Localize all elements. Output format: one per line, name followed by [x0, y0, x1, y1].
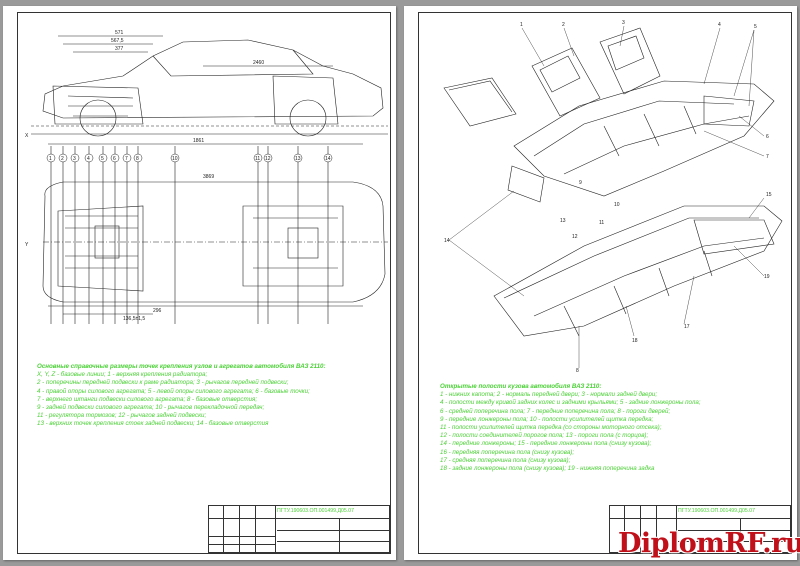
svg-text:3: 3	[622, 20, 625, 26]
caption-line: 13 - верхних точек крепления стоек задне…	[37, 420, 269, 428]
title-block: ПГТУ.190603.ОП.001499.Д05.07	[609, 505, 791, 553]
caption-line: 1 - нижних капота; 2 - нормаль передней …	[440, 391, 658, 399]
sheet-frame	[17, 12, 391, 554]
svg-text:17: 17	[684, 324, 690, 330]
svg-text:2460: 2460	[253, 60, 264, 66]
caption-line: 4 - полости между кривой задних колес и …	[440, 399, 701, 407]
svg-text:10: 10	[614, 202, 620, 208]
caption-line: 2 - поперечины передней подвески к раме …	[37, 379, 289, 387]
svg-text:136,5±1,5: 136,5±1,5	[123, 316, 145, 322]
svg-text:2: 2	[61, 156, 64, 162]
svg-text:X: X	[25, 133, 29, 139]
svg-text:1: 1	[49, 156, 52, 162]
svg-text:9: 9	[579, 180, 582, 186]
caption-line: X, Y, Z - базовые линии; 1 - верхняя кре…	[37, 371, 208, 379]
sheet-frame	[418, 12, 792, 554]
caption-title: Основные справочные размеры точек крепле…	[37, 363, 326, 370]
caption-line: 11 - полости усилителей щитка передка (с…	[440, 424, 662, 432]
caption-title: Открытые полости кузова автомобиля ВАЗ 2…	[440, 383, 602, 390]
svg-text:296: 296	[153, 308, 162, 314]
svg-text:3: 3	[73, 156, 76, 162]
dimension-caption: Основные справочные размеры точек крепле…	[37, 363, 326, 429]
svg-text:571: 571	[115, 30, 124, 36]
svg-text:13: 13	[560, 218, 566, 224]
svg-text:12: 12	[265, 156, 271, 162]
caption-line: 11 - регулятора тормозов; 12 - рычагов з…	[37, 412, 207, 420]
caption-line: 9 - задней подвески силового агрегата; 1…	[37, 404, 265, 412]
svg-text:4: 4	[718, 22, 721, 28]
caption-line: 18 - задние лонжероны пола (снизу кузова…	[440, 465, 655, 473]
svg-text:377: 377	[115, 46, 124, 52]
svg-text:11: 11	[599, 220, 604, 226]
document-code: ПГТУ.190603.ОП.001499.Д05.07	[277, 508, 354, 514]
svg-text:6: 6	[113, 156, 116, 162]
caption-line: 14 - передние лонжероны; 15 - передние л…	[440, 440, 652, 448]
svg-text:1: 1	[520, 22, 523, 28]
svg-text:14: 14	[444, 238, 450, 244]
svg-text:Y: Y	[25, 242, 29, 248]
svg-text:7: 7	[766, 154, 769, 160]
svg-text:11: 11	[255, 156, 260, 162]
svg-text:2: 2	[562, 22, 565, 28]
caption-line: 7 - верхнего штанги подвески силового аг…	[37, 395, 258, 403]
caption-line: 9 - передние лонжероны пола; 10 - полост…	[440, 415, 654, 423]
svg-text:12: 12	[572, 234, 578, 240]
svg-text:1861: 1861	[193, 138, 204, 144]
cavities-caption: Открытые полости кузова автомобиля ВАЗ 2…	[440, 383, 700, 473]
caption-line: 4 - правой опоры силового агрегата; 5 - …	[37, 387, 310, 395]
svg-text:6: 6	[766, 134, 769, 140]
svg-text:19: 19	[764, 274, 770, 280]
title-block: ПГТУ.190603.ОП.001499.Д05.07	[208, 505, 390, 553]
svg-text:8: 8	[136, 156, 139, 162]
svg-text:18: 18	[632, 338, 638, 344]
svg-text:5: 5	[754, 24, 757, 30]
svg-text:567,5: 567,5	[111, 38, 124, 44]
svg-text:5: 5	[101, 156, 104, 162]
svg-text:8: 8	[576, 368, 579, 374]
caption-line: 17 - средняя поперечина пола (снизу кузо…	[440, 456, 571, 464]
svg-text:4: 4	[87, 156, 90, 162]
caption-line: 16 - передняя поперечина пола (снизу куз…	[440, 448, 575, 456]
site-watermark: DiplomRF.ru	[618, 528, 800, 559]
caption-line: 6 - средней поперечина пола; 7 - передни…	[440, 407, 671, 415]
svg-text:13: 13	[295, 156, 301, 162]
svg-text:3869: 3869	[203, 174, 214, 180]
svg-text:15: 15	[766, 192, 772, 198]
caption-line: 12 - полости соединителей порогов пола; …	[440, 432, 649, 440]
document-code: ПГТУ.190603.ОП.001499.Д05.07	[678, 508, 755, 514]
svg-text:10: 10	[172, 156, 178, 162]
svg-text:14: 14	[325, 156, 331, 162]
svg-text:7: 7	[125, 156, 128, 162]
